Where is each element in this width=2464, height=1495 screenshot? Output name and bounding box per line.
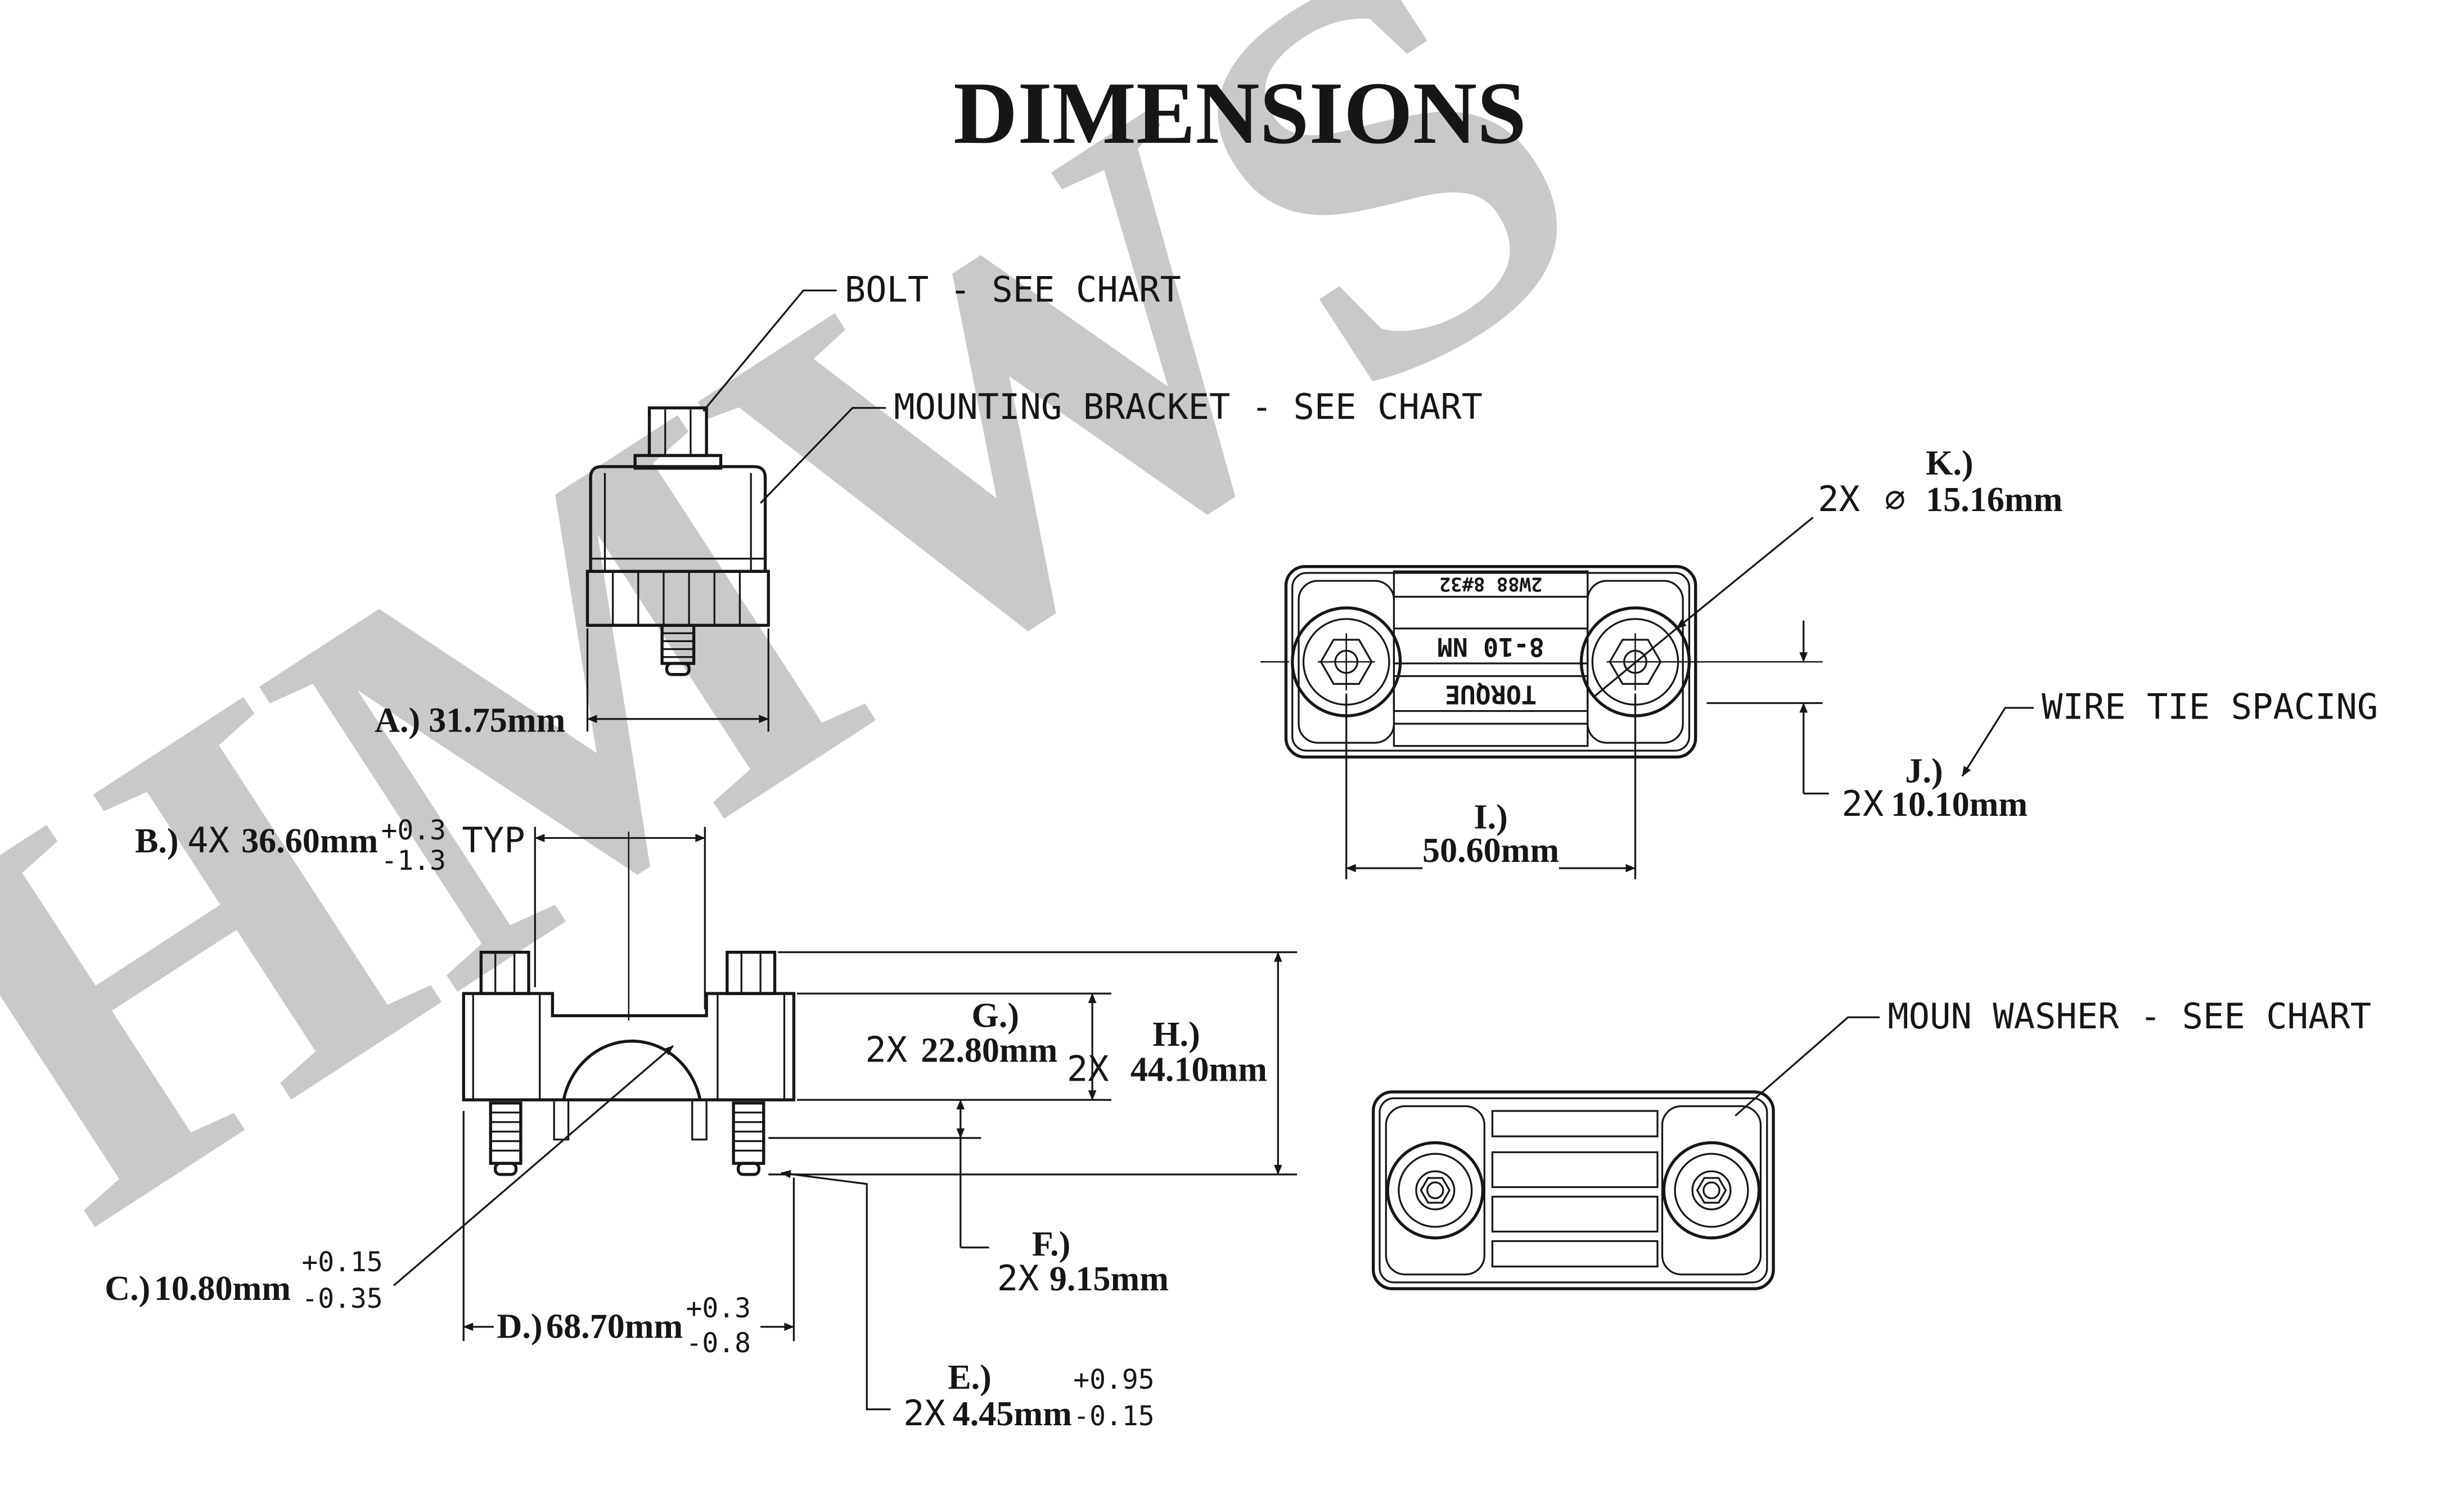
svg-text:C.) 10.80mm: C.) 10.80mm <box>105 1270 291 1308</box>
bracket-top-view: 2W88 8#32 8-10 NM TORQUE <box>1260 565 1697 759</box>
dim-e-tol-plus: +0.95 <box>1073 1364 1154 1395</box>
dim-e-label: E.) <box>948 1358 992 1397</box>
dim-g: G.) 2X 22.80mm <box>797 992 1111 1101</box>
dim-b-label: B.) <box>135 822 179 860</box>
clamp-front-view <box>585 406 770 676</box>
dim-c-label: C.) <box>105 1270 150 1308</box>
washer-top-view <box>1372 1090 1775 1290</box>
dim-b-tol-minus: -1.3 <box>381 845 446 877</box>
dim-e: E.) +0.95 2X 4.45mm -0.15 <box>780 1169 1155 1434</box>
dim-d-tol-minus: -0.8 <box>686 1327 751 1359</box>
washer-callout-label: MOUN WASHER - SEE CHART <box>1888 996 2371 1037</box>
dim-c: +0.15 C.) 10.80mm -0.35 <box>105 1045 674 1315</box>
svg-text:D.) 68.70mm: D.) 68.70mm <box>497 1308 683 1346</box>
dim-f: F.) 2X 9.15mm <box>768 1099 1169 1299</box>
svg-text:B.) 4X 36.60mm: B.) 4X 36.60mm TYP <box>135 820 525 861</box>
dim-b-note: TYP <box>462 820 525 861</box>
dim-i: I.) 50.60mm <box>1345 693 1637 879</box>
dim-h: H.) 2X 44.10mm <box>768 951 1298 1176</box>
dim-b-value: 36.60mm <box>241 822 378 860</box>
dim-g-label: G.) <box>972 996 1020 1035</box>
washer-callout: MOUN WASHER - SEE CHART <box>1735 996 2371 1117</box>
dim-e-qty: 2X <box>903 1393 945 1434</box>
dim-e-value: 4.45mm <box>953 1395 1072 1433</box>
dim-h-qty: 2X <box>1067 1048 1109 1089</box>
dim-c-tol-plus: +0.15 <box>301 1246 382 1278</box>
dim-a-value: 31.75mm <box>429 701 565 739</box>
dim-k-value: 15.16mm <box>1926 481 2062 519</box>
wire-tie-callout-label: WIRE TIE SPACING <box>2042 686 2378 728</box>
dim-h-value: 44.10mm <box>1130 1050 1267 1088</box>
dim-b-qty: 4X <box>187 820 229 861</box>
dim-j-qty: 2X <box>1841 783 1884 824</box>
dim-g-qty: 2X <box>865 1029 907 1070</box>
svg-text:2X ∅ 15.16mm: 2X ∅ 15.16mm <box>1818 478 2062 520</box>
torque-value-marking: 8-10 NM <box>1437 632 1544 662</box>
svg-text:2X 9.15mm: 2X 9.15mm <box>997 1258 1169 1299</box>
dim-a-label: A.) <box>375 701 420 739</box>
dim-i-value: 50.60mm <box>1422 832 1559 870</box>
dim-h-label: H.) <box>1152 1015 1200 1054</box>
dim-f-label: F.) <box>1032 1225 1070 1263</box>
page-title: DIMENSIONS <box>953 64 1526 162</box>
dim-k-label: K.) <box>1926 444 1974 482</box>
dim-j-value: 10.10mm <box>1891 785 2028 824</box>
dim-d: D.) 68.70mm +0.3 -0.8 <box>462 1110 795 1359</box>
torque-marking: TORQUE <box>1445 679 1537 709</box>
dim-j-label: J.) <box>1905 752 1943 791</box>
dim-i-label: I.) <box>1474 798 1507 837</box>
mounting-bracket-callout-label: MOUNTING BRACKET - SEE CHART <box>894 386 1483 427</box>
bracket-front-view <box>462 950 796 1176</box>
dim-a: A.) 31.75mm <box>375 628 769 739</box>
dim-c-tol-minus: -0.35 <box>301 1283 382 1315</box>
dim-g-value: 22.80mm <box>921 1031 1057 1069</box>
dim-f-qty: 2X <box>997 1258 1039 1299</box>
mounting-bracket-callout: MOUNTING BRACKET - SEE CHART <box>759 386 1483 504</box>
dim-d-value: 68.70mm <box>546 1308 683 1346</box>
dim-d-tol-plus: +0.3 <box>686 1293 751 1324</box>
mold-code-marking: 2W88 8#32 <box>1439 573 1542 595</box>
dim-c-value: 10.80mm <box>154 1270 291 1308</box>
dim-b-tol-plus: +0.3 <box>381 815 446 846</box>
diameter-symbol: ∅ <box>1885 478 1906 520</box>
dim-j: J.) 2X 10.10mm <box>1664 620 2028 824</box>
dim-b: B.) 4X 36.60mm TYP +0.3 -1.3 <box>135 815 706 1021</box>
svg-text:A.) 31.75mm: A.) 31.75mm <box>375 701 565 739</box>
dim-k-qty: 2X <box>1818 478 1860 520</box>
bolt-callout-label: BOLT - SEE CHART <box>845 269 1181 310</box>
watermark: HMWS <box>0 0 1680 1333</box>
svg-text:2X 44.10mm: 2X 44.10mm <box>1067 1048 1267 1089</box>
dim-f-value: 9.15mm <box>1049 1260 1169 1298</box>
svg-text:2X 10.10mm: 2X 10.10mm <box>1841 783 2028 824</box>
svg-text:E.): E.) <box>948 1358 992 1397</box>
dim-k: K.) 2X ∅ 15.16mm <box>1593 444 2062 698</box>
svg-text:2X 22.80mm: 2X 22.80mm <box>865 1029 1057 1070</box>
bolt-callout: BOLT - SEE CHART <box>702 269 1181 412</box>
dim-e-tol-minus: -0.15 <box>1073 1401 1154 1432</box>
dim-d-label: D.) <box>497 1308 543 1346</box>
svg-text:2X 4.45mm: 2X 4.45mm <box>903 1393 1072 1434</box>
wire-tie-callout: WIRE TIE SPACING <box>1961 686 2378 777</box>
